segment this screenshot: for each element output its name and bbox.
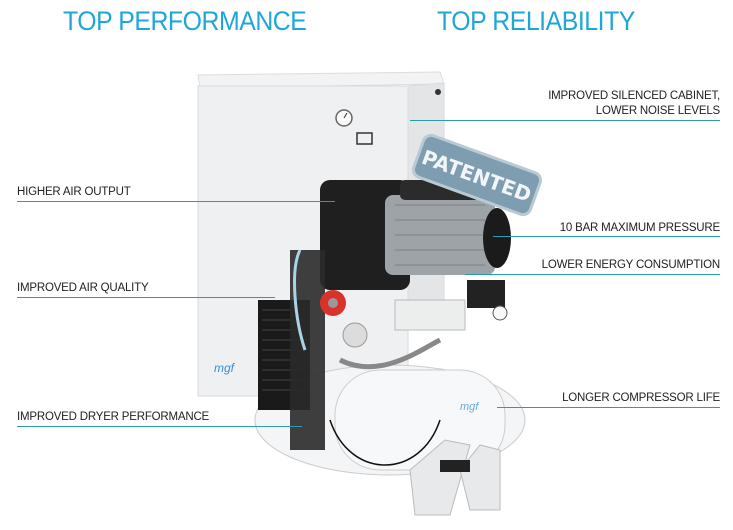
feature-improved-dryer-performance: IMPROVED DRYER PERFORMANCE (17, 411, 210, 423)
callout-line (410, 120, 720, 121)
feature-silenced-cabinet-line2: LOWER NOISE LEVELS (595, 105, 720, 117)
callout-line (17, 201, 335, 202)
callout-line (493, 236, 720, 237)
feature-silenced-cabinet: IMPROVED SILENCED CABINET, LOWER NOISE L… (548, 89, 720, 119)
mgf-logo-tank: mgf (460, 401, 479, 413)
mgf-logo-cabinet: mgf (214, 361, 236, 375)
feature-improved-air-quality: IMPROVED AIR QUALITY (17, 282, 149, 294)
feature-lower-energy: LOWER ENERGY CONSUMPTION (541, 259, 721, 271)
feature-10-bar-pressure: 10 BAR MAXIMUM PRESSURE (559, 222, 720, 234)
headline-top-reliability: TOP RELIABILITY (437, 6, 635, 36)
callout-line (465, 274, 720, 275)
headline-top-performance: TOP PERFORMANCE (63, 6, 307, 36)
callout-line (497, 407, 720, 408)
feature-higher-air-output: HIGHER AIR OUTPUT (17, 186, 131, 198)
callout-line (17, 297, 275, 298)
feature-longer-life: LONGER COMPRESSOR LIFE (562, 392, 720, 404)
feature-silenced-cabinet-line1: IMPROVED SILENCED CABINET, (548, 90, 720, 102)
callout-line (17, 426, 302, 427)
